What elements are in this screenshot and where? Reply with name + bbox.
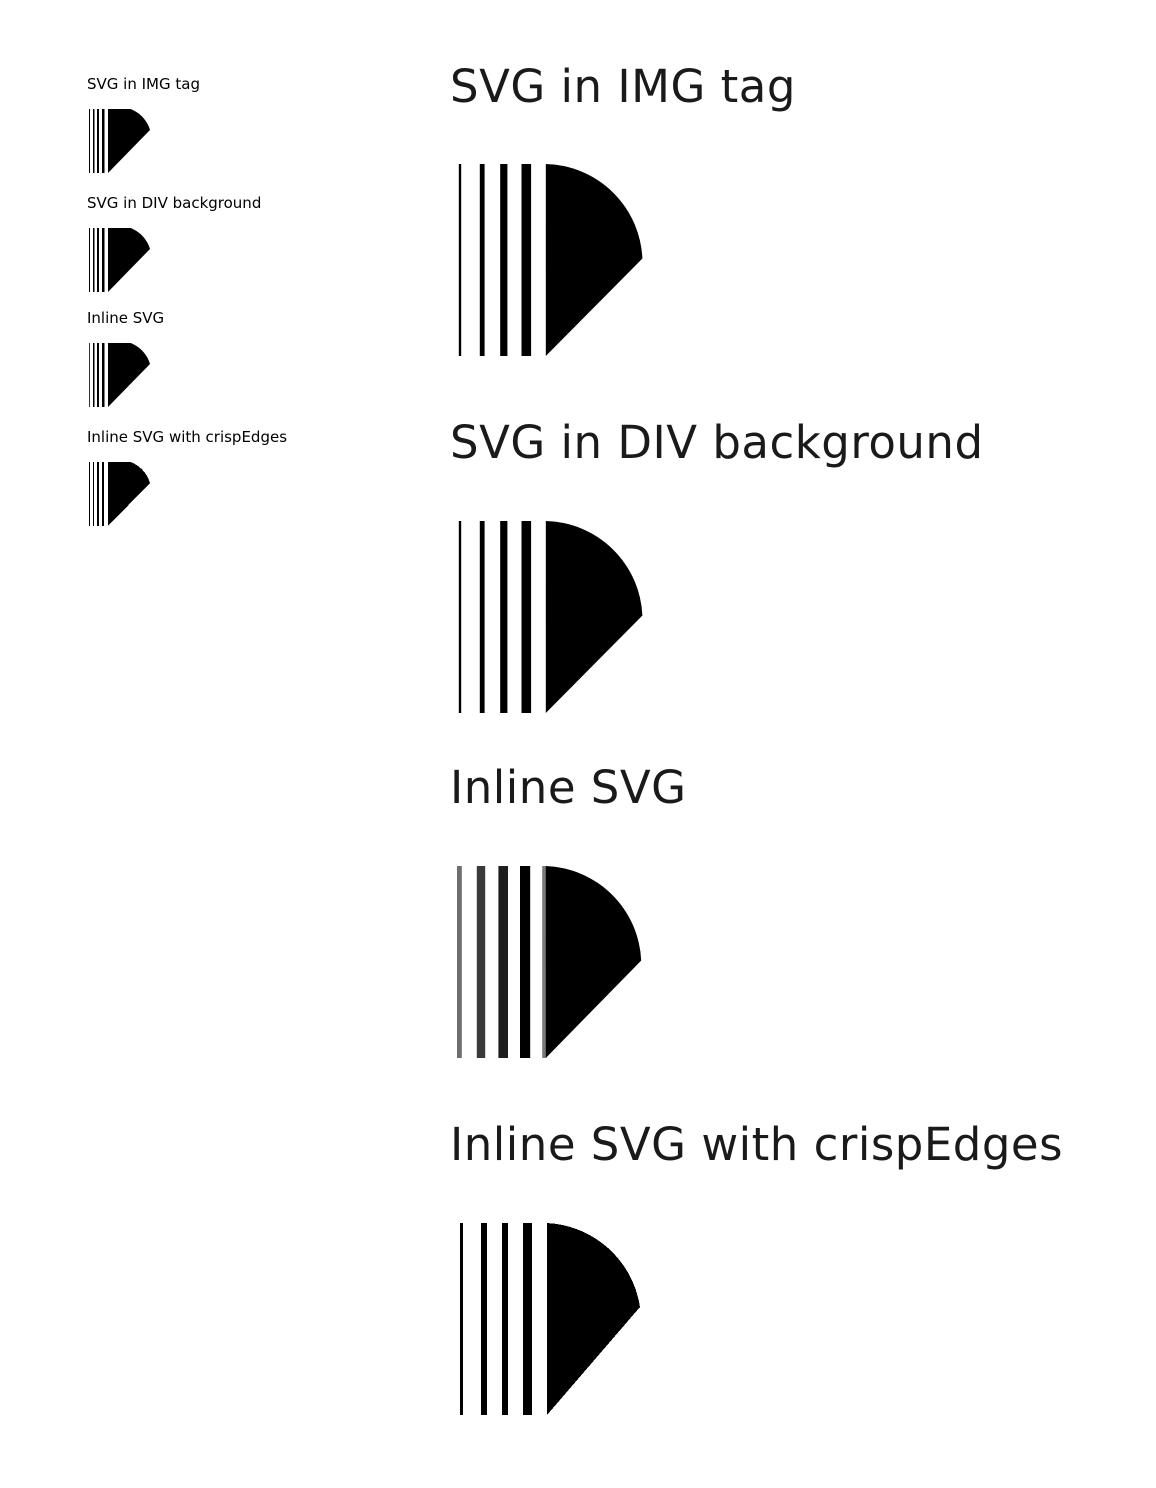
small-label-inline-svg: Inline SVG: [87, 309, 165, 327]
barcode-quarter-circle-icon: [458, 164, 643, 356]
barcode-quarter-circle-icon: [458, 521, 643, 713]
large-label-inline-crisp: Inline SVG with crispEdges: [450, 1118, 1064, 1171]
barcode-quarter-circle-icon: [89, 343, 150, 407]
large-label-inline-svg: Inline SVG: [450, 761, 687, 814]
barcode-quarter-circle-icon: [460, 1223, 640, 1415]
large-label-div-background: SVG in DIV background: [450, 416, 984, 469]
large-label-img-tag: SVG in IMG tag: [450, 60, 796, 113]
small-label-img-tag: SVG in IMG tag: [87, 75, 200, 93]
barcode-quarter-circle-icon: [457, 866, 642, 1058]
barcode-quarter-circle-icon: [89, 228, 150, 292]
small-label-inline-crisp: Inline SVG with crispEdges: [87, 428, 288, 446]
barcode-quarter-circle-icon: [89, 109, 150, 173]
small-label-div-background: SVG in DIV background: [87, 194, 262, 212]
barcode-quarter-circle-icon: [89, 462, 150, 526]
